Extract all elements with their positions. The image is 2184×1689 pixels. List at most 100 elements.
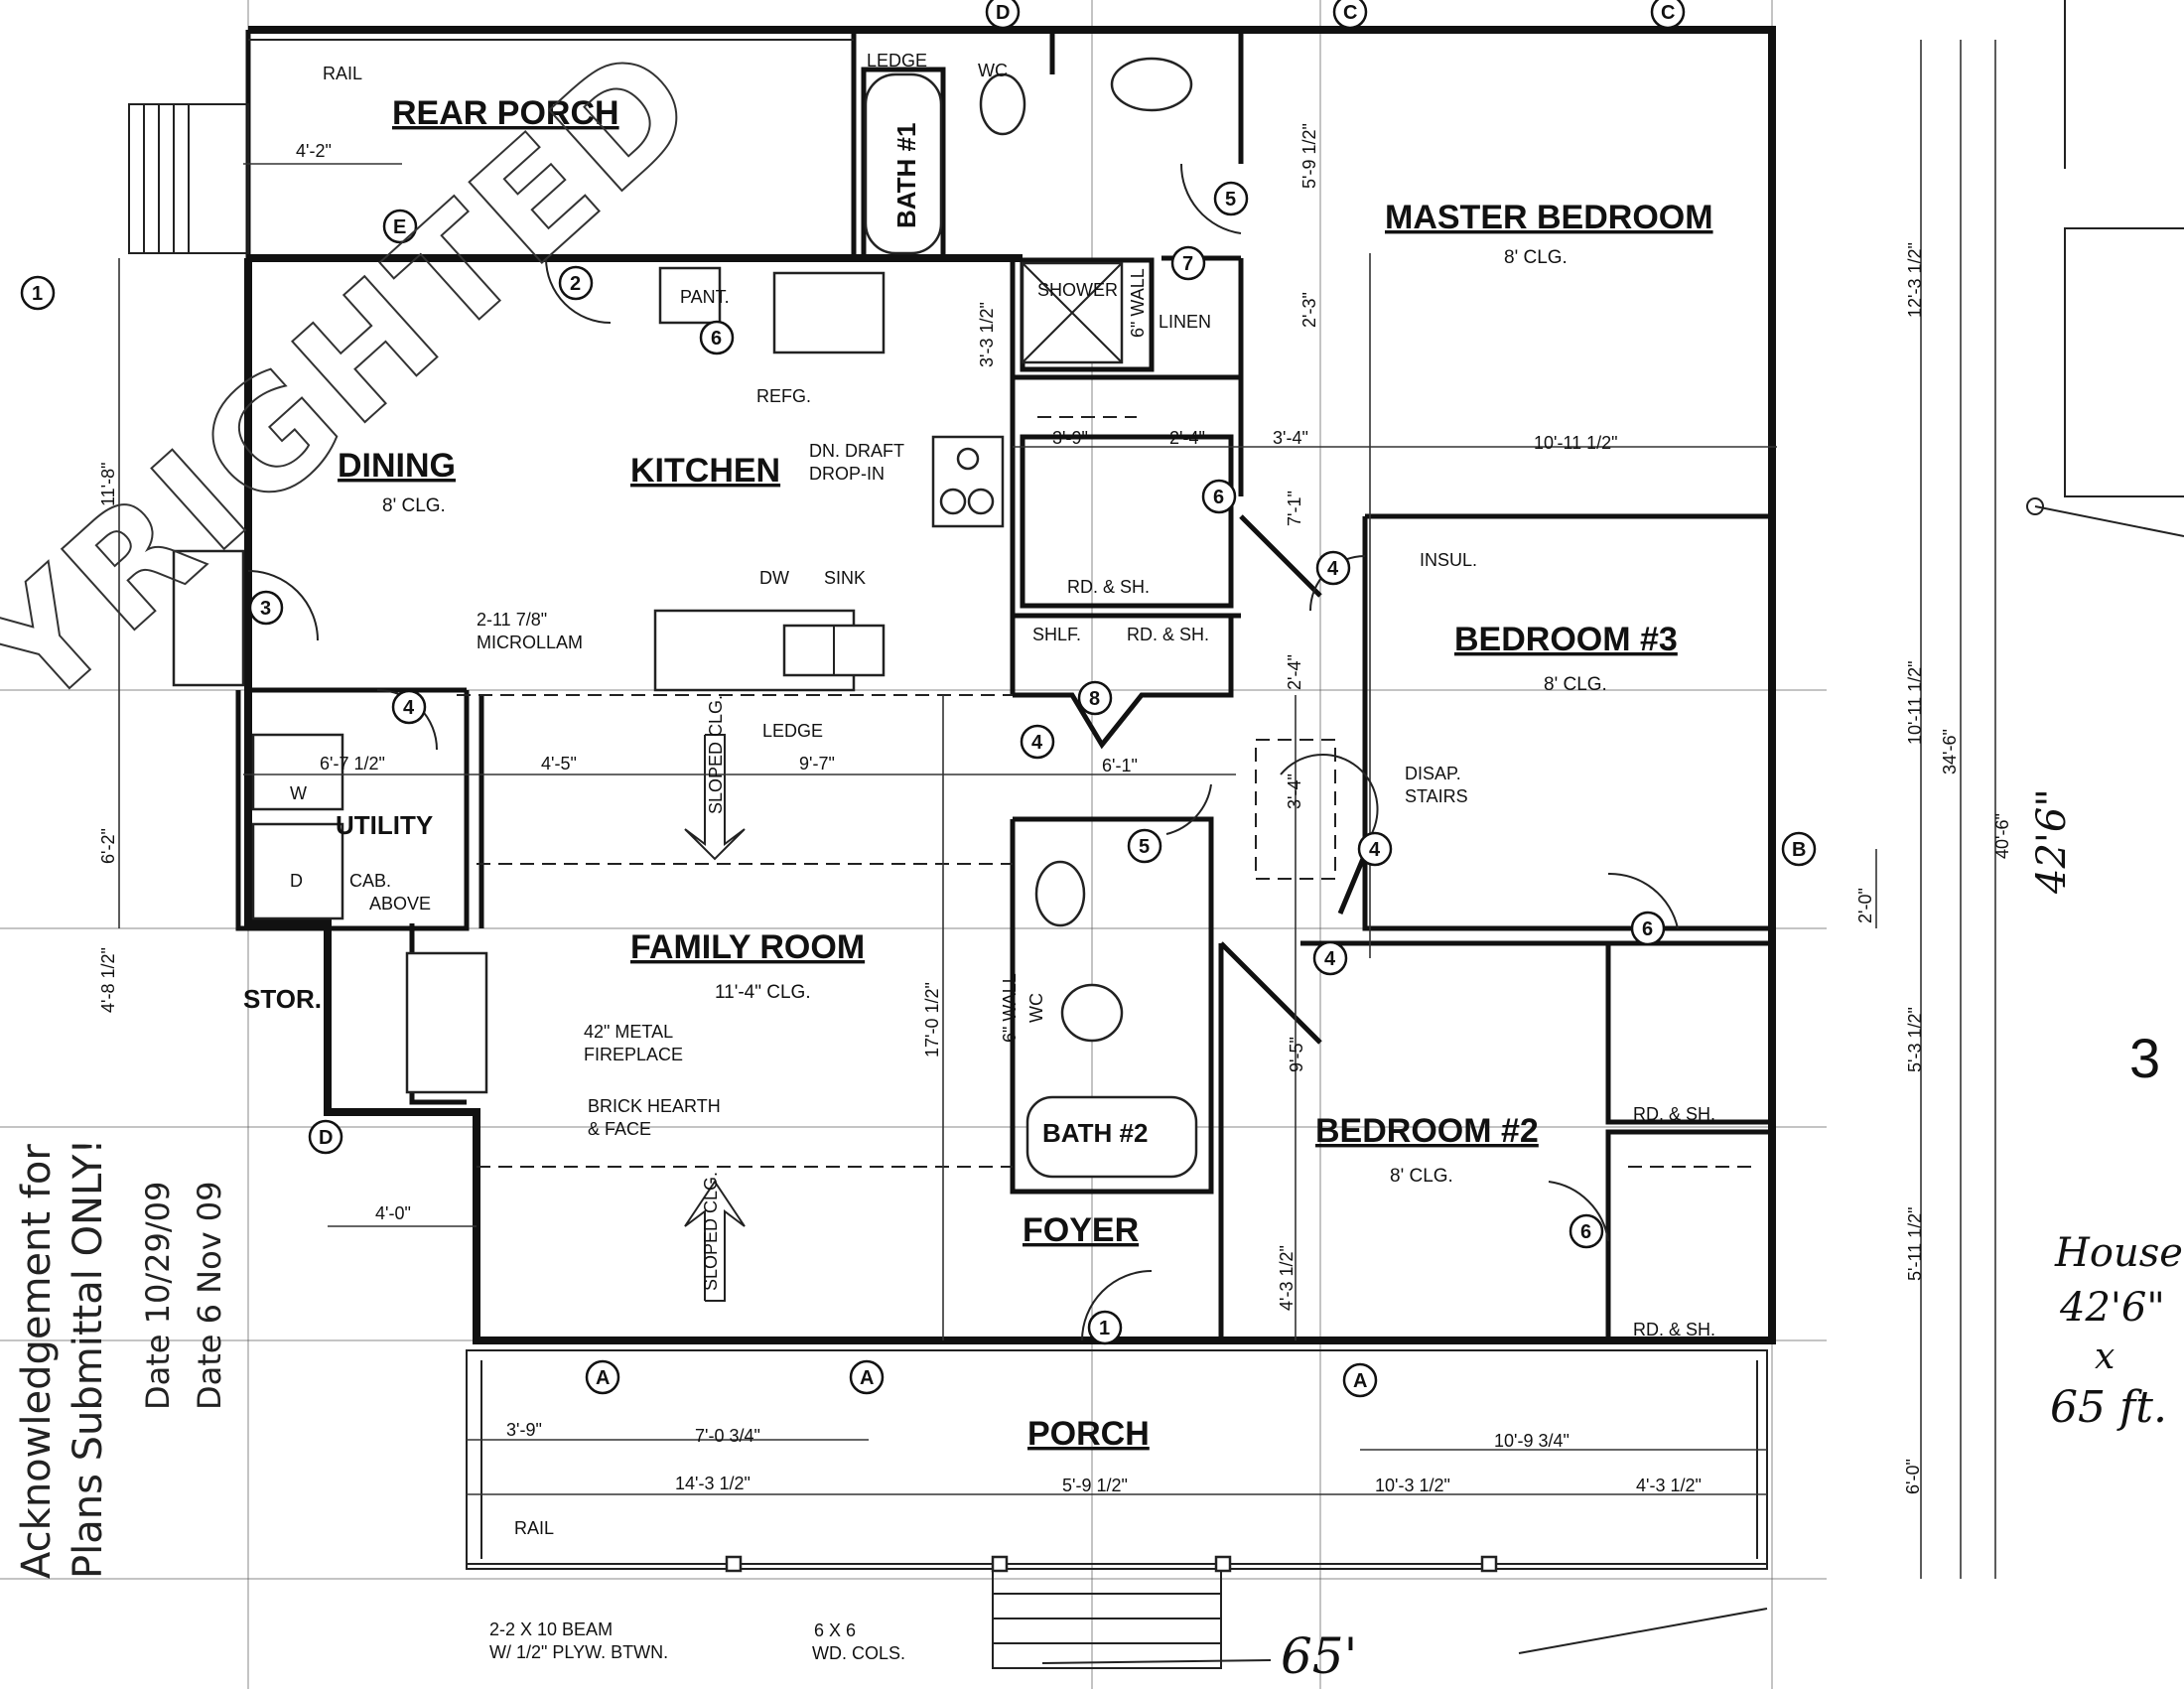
dim-12-3-half: 12'-3 1/2" (1905, 242, 1925, 318)
note-microllam-2: MICROLLAM (477, 633, 583, 652)
note-ledge-top: LEDGE (867, 51, 927, 70)
tag-six-b3: 6 (1642, 918, 1653, 940)
stamp-date-1: Date 10/29/09 (139, 1182, 177, 1410)
note-cab-2: ABOVE (369, 894, 431, 914)
dryer (251, 822, 344, 920)
hand-65: 65' (1281, 1627, 1357, 1685)
stamp-ack: Acknowledgement for (14, 1144, 60, 1579)
watermark-text: YRIGHTED (0, 11, 732, 743)
dining-clg: 8' CLG. (382, 495, 446, 516)
dim-34-6: 34'-6" (1940, 729, 1960, 774)
room-bedroom3: BEDROOM #3 (1454, 621, 1678, 658)
tag-a2: A (860, 1367, 874, 1389)
note-wc-bath2: WC (1026, 993, 1046, 1023)
room-foyer: FOYER (1023, 1211, 1139, 1249)
tag-five-master: 5 (1225, 189, 1236, 211)
note-dw: DW (759, 568, 789, 588)
note-ledge-kitchen: LEDGE (762, 721, 823, 741)
dim-10-11-b: 10'-11 1/2" (1905, 660, 1925, 745)
tag-top-c2: C (1661, 2, 1675, 24)
tag-one-left: 1 (32, 283, 43, 305)
bathtub (864, 72, 943, 255)
circled-tags: D C C E 1 2 3 4 5 6 7 6 4 8 4 5 4 4 6 (20, 0, 1817, 1398)
dim-4-5: 4'-5" (541, 754, 577, 774)
handwritten-notes: 3 House 42'6" x 65 ft. 65' 42'6" (1041, 788, 2183, 1685)
tag-a3: A (1353, 1370, 1367, 1392)
dim-2-4-a: 2'-4" (1169, 428, 1205, 448)
note-sloped-bottom: SLOPED CLG. (701, 1172, 721, 1291)
note-rd-sh-4: RD. & SH. (1633, 1320, 1715, 1339)
room-dining: DINING (338, 447, 456, 485)
note-rd-sh-1: RD. & SH. (1067, 577, 1150, 597)
note-cols-2: WD. COLS. (812, 1643, 905, 1663)
dimension-labels: 4'-2" 11'-8" 5'-9 1/2" 2'-3" 3'-3 1/2" 3… (98, 123, 2012, 1495)
dim-3-4-b: 3'-4" (1285, 774, 1304, 809)
fixtures (172, 57, 1198, 1179)
dim-5-9-half: 5'-9 1/2" (1299, 123, 1319, 189)
toilet (979, 72, 1026, 136)
note-insul: INSUL. (1420, 550, 1477, 570)
tag-six-hall: 6 (1213, 487, 1224, 508)
dim-3-4-a: 3'-4" (1273, 428, 1308, 448)
sloped-arrows (684, 734, 746, 1302)
note-shower: SHOWER (1037, 280, 1118, 300)
dim-3-9-b: 3'-9" (506, 1420, 542, 1440)
dashed-lines (457, 416, 1757, 1168)
lavatory (1110, 57, 1193, 112)
tag-four-stair: 4 (1369, 839, 1381, 861)
note-cab-1: CAB. (349, 871, 391, 891)
note-rail-top: RAIL (323, 64, 362, 83)
dim-10-3-half: 10'-3 1/2" (1375, 1476, 1450, 1495)
room-master: MASTER BEDROOM (1385, 199, 1713, 236)
tag-eight: 8 (1089, 688, 1100, 710)
note-rd-sh-2: RD. & SH. (1127, 625, 1209, 644)
dim-6-1: 6'-1" (1102, 756, 1138, 775)
note-washer: W (290, 783, 307, 803)
note-downdraft-2: DROP-IN (809, 464, 885, 484)
dimension-lines (118, 40, 1996, 1579)
note-disap-2: STAIRS (1405, 786, 1468, 806)
note-pant: PANT. (680, 287, 730, 307)
tag-four-b2: 4 (1324, 948, 1336, 970)
hand-house: House (2054, 1230, 2183, 1276)
watermark: YRIGHTED (0, 10, 733, 744)
room-rear-porch: REAR PORCH (392, 94, 619, 132)
room-porch: PORCH (1027, 1415, 1150, 1453)
note-6in-wall-top: 6" WALL (1128, 268, 1148, 338)
hand-side-42-6: 42'6" (2029, 788, 2075, 895)
bath2-toilet (1060, 983, 1124, 1043)
note-rd-sh-3: RD. & SH. (1633, 1104, 1715, 1124)
tag-four-hall: 4 (1031, 732, 1043, 754)
note-shlf: SHLF. (1032, 625, 1081, 644)
dim-17-0-half: 17'-0 1/2" (922, 982, 942, 1057)
note-linen: LINEN (1159, 312, 1211, 332)
note-sink: SINK (824, 568, 866, 588)
family-clg: 11'-4" CLG. (715, 982, 811, 1003)
dim-3-3-half: 3'-3 1/2" (977, 302, 997, 367)
interior-walls (235, 30, 1775, 1343)
note-hearth-2: & FACE (588, 1119, 651, 1139)
dim-7-0-3-4: 7'-0 3/4" (695, 1426, 760, 1446)
dim-5-3-half: 5'-3 1/2" (1905, 1007, 1925, 1072)
bedroom3-clg: 8' CLG. (1544, 674, 1607, 695)
note-fireplace-1: 42" METAL (584, 1022, 673, 1042)
dim-5-11-half: 5'-11 1/2" (1905, 1206, 1925, 1281)
dim-4-3-half-v: 4'-3 1/2" (1277, 1245, 1297, 1311)
dim-4-2: 4'-2" (296, 141, 332, 161)
dim-4-0: 4'-0" (375, 1203, 411, 1223)
tag-two: 2 (570, 273, 581, 295)
dim-2-0: 2'-0" (1855, 888, 1875, 923)
note-disap-1: DISAP. (1405, 764, 1461, 783)
dim-14-3-half: 14'-3 1/2" (675, 1474, 751, 1493)
stamp-date-2: Date 6 Nov 09 (191, 1181, 228, 1410)
side-stair (172, 549, 245, 687)
bath2-lavatory (1034, 860, 1086, 927)
tag-d-left: D (319, 1127, 333, 1149)
tag-six-pant: 6 (711, 328, 722, 350)
rear-porch-rail (128, 39, 854, 254)
dim-6-2: 6'-2" (98, 828, 118, 864)
tag-six-b2: 6 (1580, 1221, 1591, 1243)
dim-10-11-a: 10'-11 1/2" (1534, 433, 1618, 453)
tag-three: 3 (260, 598, 271, 620)
